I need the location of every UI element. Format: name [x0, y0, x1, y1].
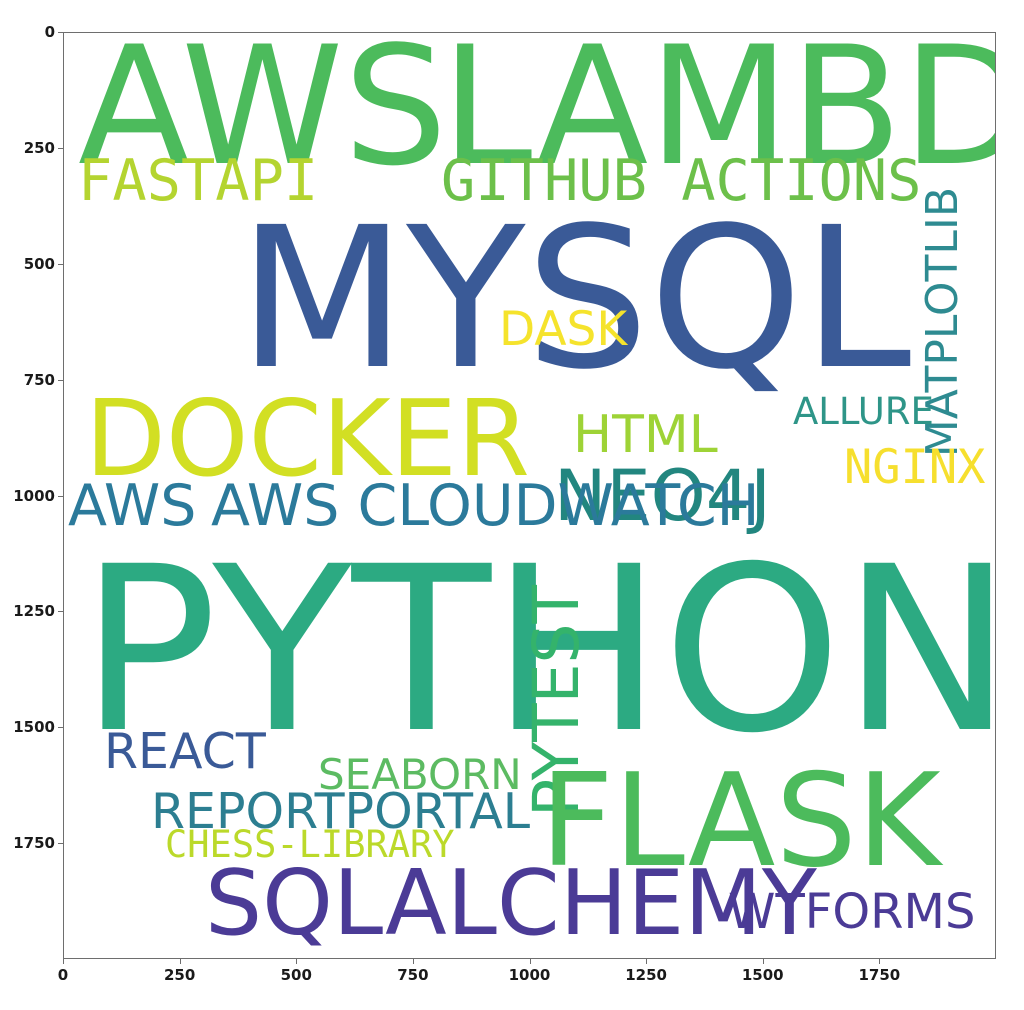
wordcloud-word: FASTAPI	[78, 148, 319, 214]
y-tick-label: 1250	[13, 602, 55, 621]
wordcloud-word: AWS	[78, 32, 448, 202]
y-tick-label: 1750	[13, 834, 55, 853]
y-tick-mark	[58, 611, 63, 613]
x-tick-label: 1500	[741, 966, 784, 984]
x-tick-mark	[296, 959, 298, 964]
wordcloud-word: ALLURE	[793, 390, 934, 433]
y-tick-label: 1500	[13, 718, 55, 737]
y-tick-label: 1000	[13, 486, 55, 505]
x-tick-mark	[529, 959, 531, 964]
x-tick-mark	[646, 959, 648, 964]
y-tick-mark	[58, 843, 63, 845]
wordcloud-word: SQLALCHEMY	[205, 851, 817, 956]
wordcloud-word: AWS CLOUDWATCH	[211, 473, 760, 539]
wordcloud-word: NEO4J	[554, 455, 771, 537]
x-tick-label: 500	[280, 966, 312, 984]
y-tick-mark	[58, 495, 63, 497]
y-tick-label: 0	[44, 23, 55, 41]
y-tick-label: 500	[23, 254, 55, 273]
wordcloud-word: REACT	[104, 723, 266, 780]
wordcloud-word: DOCKER	[85, 378, 530, 500]
x-tick-label: 0	[57, 966, 69, 984]
wordcloud-plot-area: AWSLAMBDAFASTAPIGITHUB ACTIONSMATPLOTLIB…	[63, 32, 996, 959]
y-tick-mark	[58, 147, 63, 149]
wordcloud-word: DASK	[499, 302, 628, 357]
wordcloud-word: MYSQL	[238, 185, 912, 412]
wordcloud-word: PYTHON	[80, 517, 996, 783]
wordcloud-word: HTML	[573, 405, 718, 465]
wordcloud-word: CHESS-LIBRARY	[165, 823, 455, 866]
y-tick-mark	[58, 32, 63, 33]
x-tick-label: 1000	[508, 966, 551, 984]
y-tick-label: 750	[23, 370, 55, 389]
x-tick-label: 1750	[858, 966, 901, 984]
x-tick-label: 750	[397, 966, 429, 984]
wordcloud-word: AWS	[68, 473, 197, 539]
x-tick-label: 1250	[625, 966, 667, 984]
wordcloud-word: LAMBDA	[441, 32, 995, 202]
y-tick-mark	[58, 379, 63, 381]
wordcloud-word: FLASK	[540, 747, 941, 896]
wordcloud-word: SEABORN	[318, 750, 522, 799]
wordcloud-word: GITHUB ACTIONS	[441, 148, 922, 214]
x-tick-mark	[879, 959, 881, 964]
x-tick-mark	[179, 959, 181, 964]
x-tick-label: 250	[163, 966, 196, 984]
y-tick-mark	[58, 727, 63, 729]
x-tick-mark	[63, 959, 64, 964]
y-tick-label: 250	[23, 138, 55, 157]
wordcloud-word: WTFORMS	[728, 884, 976, 940]
x-tick-mark	[412, 959, 414, 964]
y-tick-mark	[58, 263, 63, 265]
wordcloud-word: NGINX	[844, 440, 986, 495]
x-tick-mark	[762, 959, 764, 964]
wordcloud-word: REPORTPORTAL	[151, 783, 531, 840]
